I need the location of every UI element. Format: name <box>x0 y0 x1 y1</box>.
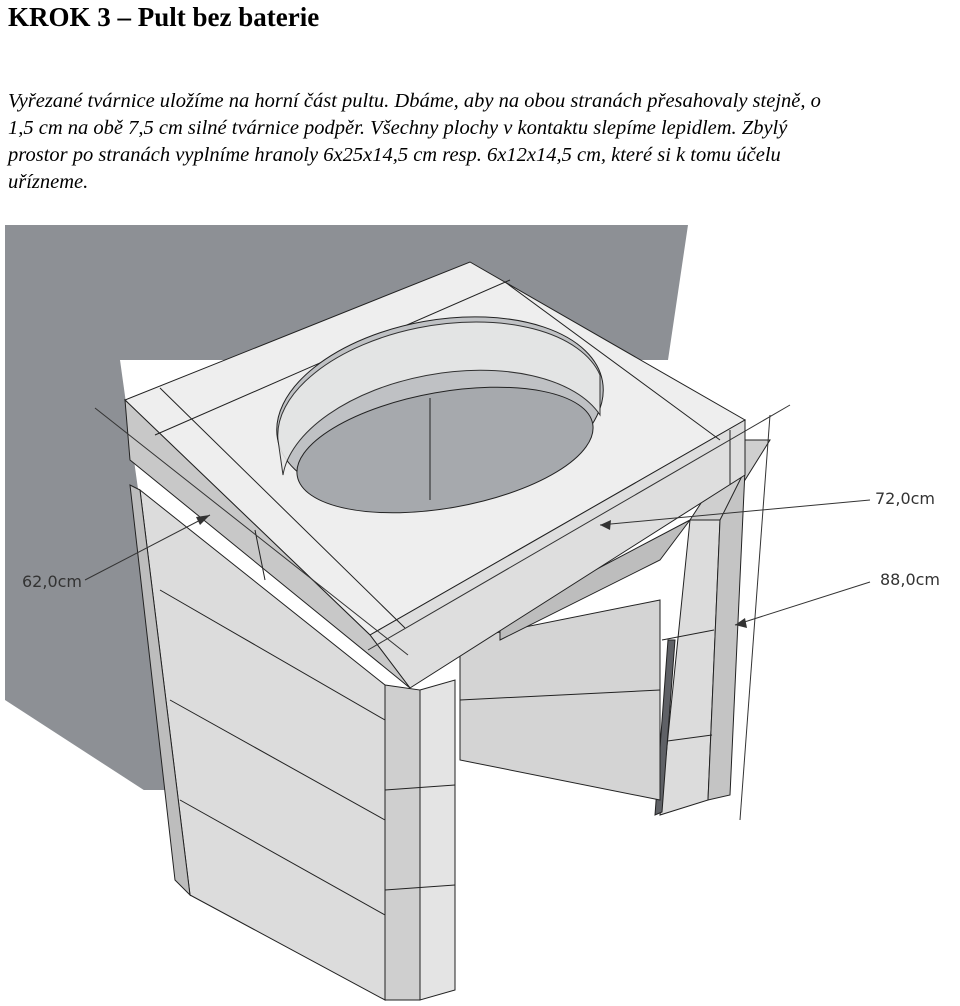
paragraph-line: prostor po stranách vyplníme hranoly 6x2… <box>8 144 781 166</box>
height-dimension-label: 88,0cm <box>880 570 940 589</box>
dimension-arrowheads <box>196 515 747 628</box>
paragraph-line: Vyřezané tvárnice uložíme na horní část … <box>8 90 821 112</box>
paragraph-line: 1,5 cm na obě 7,5 cm silné tvárnice podp… <box>8 117 788 139</box>
instruction-paragraph: Vyřezané tvárnice uložíme na horní část … <box>8 88 958 196</box>
dimension-lines <box>84 404 871 821</box>
page-title: KROK 3 – Pult bez baterie <box>8 2 320 32</box>
width-dimension-label: 72,0cm <box>875 489 935 508</box>
left-support-leg <box>129 484 456 1001</box>
paragraph-line: uřízneme. <box>8 171 89 193</box>
background-wall <box>5 225 688 1004</box>
counter-illustration: 62,0cm 72,0cm 88,0cm <box>5 225 940 1004</box>
depth-dimension-label: 62,0cm <box>22 572 82 591</box>
